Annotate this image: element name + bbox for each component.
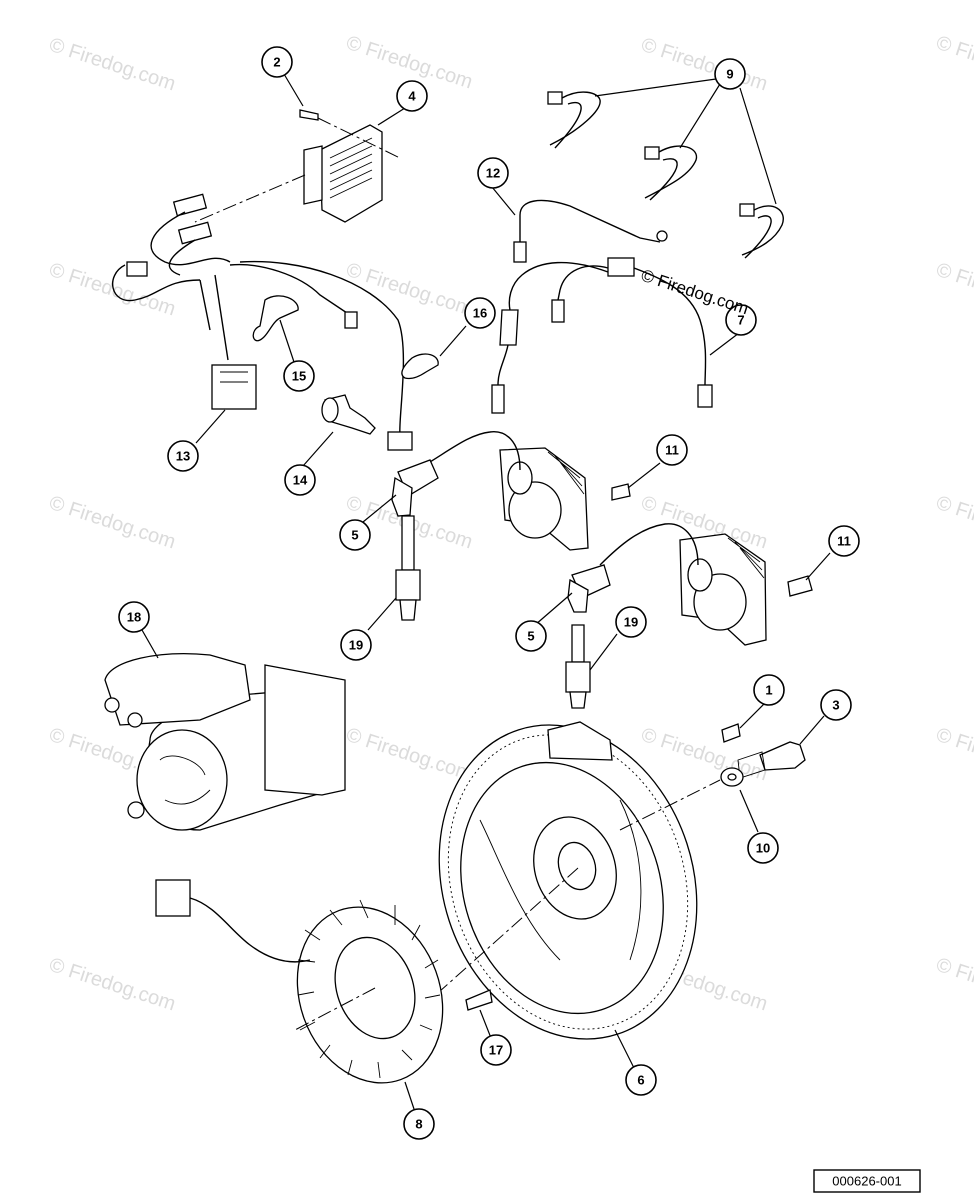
regulator-part [194,109,401,223]
svg-text:15: 15 [292,369,306,384]
svg-text:5: 5 [527,629,534,644]
wiring-harness-part [112,193,439,451]
callout-18: 18 [118,601,150,633]
callout-2: 2 [261,46,293,78]
ignition-coil-a [391,431,631,621]
svg-text:19: 19 [624,615,638,630]
callout-6: 6 [625,1064,657,1096]
bolt-washer-key-parts [720,723,806,787]
callout-19: 19 [340,629,372,661]
svg-text:14: 14 [293,473,308,488]
callout-5: 5 [515,620,547,652]
svg-text:5: 5 [351,528,358,543]
callout-7: 7 [725,304,757,336]
callout-11: 11 [828,525,860,557]
callout-11: 11 [656,434,688,466]
callout-19: 19 [615,606,647,638]
svg-text:11: 11 [665,443,679,458]
svg-text:13: 13 [176,449,190,464]
stator-part [155,879,493,1084]
svg-text:10: 10 [756,841,770,856]
leader-lines [141,73,831,1113]
watermark-text: © Firedog.com [933,492,974,554]
callout-14: 14 [284,464,316,496]
svg-text:18: 18 [127,610,141,625]
svg-text:2: 2 [273,55,280,70]
watermark-text: © Firedog.com [638,34,770,96]
ignition-coil-b [565,523,813,709]
callout-12: 12 [477,157,509,189]
document-number-box: 000626-001 [813,1169,921,1193]
svg-text:12: 12 [486,166,500,181]
watermark-text: © Firedog.com [933,724,974,786]
ignition-harness-part [491,199,713,414]
callout-15: 15 [283,360,315,392]
watermark-text: © Firedog.com [638,724,770,786]
svg-text:8: 8 [415,1117,422,1132]
svg-text:11: 11 [837,534,851,549]
svg-text:4: 4 [408,89,416,104]
watermark-text: © Firedog.com [46,34,178,96]
watermark-text: © Firedog.com [46,259,178,321]
svg-text:17: 17 [489,1043,503,1058]
svg-text:6: 6 [637,1073,644,1088]
callout-17: 17 [480,1034,512,1066]
flywheel-part [429,721,721,1040]
watermark-text: © Firedog.com [343,724,475,786]
watermark-text: © Firedog.com [46,492,178,554]
watermark-text: © Firedog.com [933,259,974,321]
callout-8: 8 [403,1108,435,1140]
callout-9: 9 [714,58,746,90]
svg-text:7: 7 [737,313,744,328]
svg-text:9: 9 [726,67,733,82]
callout-5: 5 [339,519,371,551]
svg-text:1: 1 [765,683,772,698]
sensor-leads-part [547,91,784,259]
watermark-foreground: © Firedog.com [639,266,751,319]
watermark-text: © Firedog.com [933,954,974,1016]
callout-13: 13 [167,440,199,472]
watermark-text: © Firedog.com [46,954,178,1016]
callout-10: 10 [747,832,779,864]
callout-16: 16 [464,297,496,329]
callout-4: 4 [396,80,428,112]
svg-text:19: 19 [349,638,363,653]
callout-3: 3 [820,689,852,721]
callout-1: 1 [753,674,785,706]
svg-text:16: 16 [473,306,487,321]
svg-text:3: 3 [832,698,839,713]
watermark-text: © Firedog.com [933,32,974,94]
document-number: 000626-001 [832,1174,901,1189]
starter-motor-part [104,653,346,831]
